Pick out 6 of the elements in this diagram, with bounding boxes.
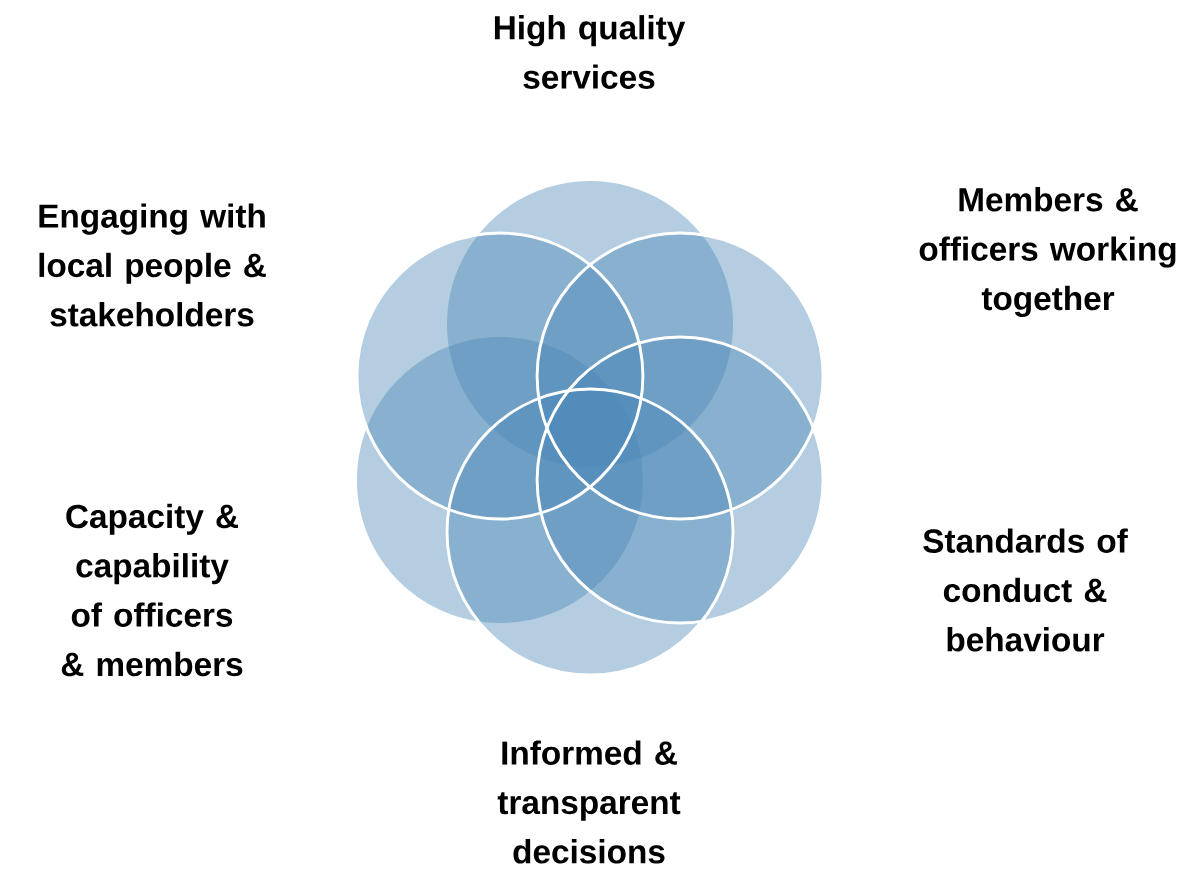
label: High quality services <box>494 15 686 89</box>
label: Standards of conduct & behaviour <box>923 528 1128 652</box>
label: Engaging with local people & stakeholders <box>39 203 266 327</box>
label: Capacity & capability of officers & members <box>61 503 243 677</box>
label: Members & officers working together <box>919 187 1176 317</box>
label: Informed & transparent decisions <box>497 740 681 864</box>
